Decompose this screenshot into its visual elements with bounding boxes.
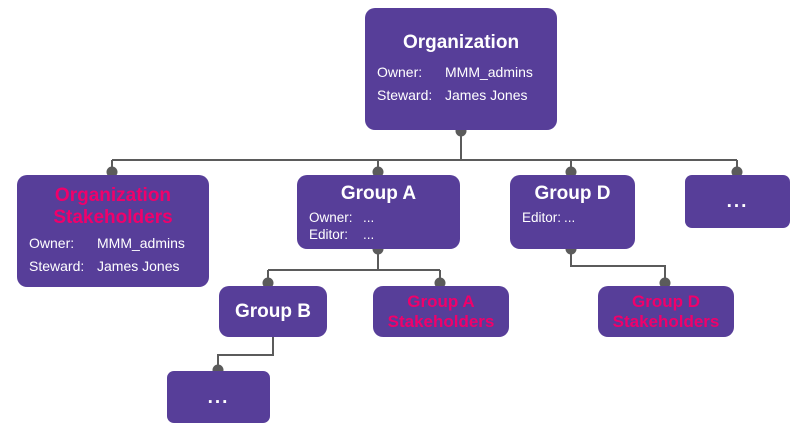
attr-value: MMM_admins xyxy=(97,234,185,251)
attr-label: Editor: xyxy=(522,210,562,225)
node-organization-attrs: Owner: MMM_admins Steward: James Jones xyxy=(377,61,545,107)
node-group-a-stakeholders-title: Group A Stakeholders xyxy=(387,291,495,331)
node-group-d-stakeholders[interactable]: Group D Stakeholders xyxy=(598,286,734,337)
attr-value: MMM_admins xyxy=(445,63,533,80)
node-group-a[interactable]: Group A Owner: ... Editor: ... xyxy=(297,175,460,249)
node-organization-title: Organization xyxy=(402,31,520,53)
node-organization[interactable]: Organization Owner: MMM_admins Steward: … xyxy=(365,8,557,130)
attr-label: Steward: xyxy=(377,86,433,103)
node-group-d-title: Group D xyxy=(534,183,611,204)
node-group-d-attrs: Editor: ... xyxy=(522,209,635,226)
node-organization-more[interactable]: ... xyxy=(685,175,790,228)
attr-row: Steward: James Jones xyxy=(377,84,545,107)
attr-value: ... xyxy=(363,210,375,225)
attr-value: James Jones xyxy=(97,257,180,274)
node-group-d-stakeholders-title: Group D Stakeholders xyxy=(612,291,720,331)
ellipsis-glyph: ... xyxy=(726,191,749,212)
node-group-b[interactable]: Group B xyxy=(219,286,327,337)
attr-label: Steward: xyxy=(29,257,85,274)
attr-row: Editor: ... xyxy=(309,226,460,243)
node-group-b-title: Group B xyxy=(235,300,311,322)
node-organization-stakeholders-attrs: Owner: MMM_admins Steward: James Jones xyxy=(29,232,197,278)
attr-label: Owner: xyxy=(377,63,423,80)
edge-group-b-to-more xyxy=(217,337,274,370)
edge-group-d-to-stakeholders xyxy=(570,248,666,283)
attr-row: Steward: James Jones xyxy=(29,255,197,278)
node-group-b-more[interactable]: ... xyxy=(167,371,270,423)
node-group-a-title: Group A xyxy=(340,183,417,204)
attr-label: Owner: xyxy=(309,210,353,225)
attr-row: Owner: MMM_admins xyxy=(377,61,545,84)
attr-value: ... xyxy=(564,210,576,225)
attr-row: Owner: MMM_admins xyxy=(29,232,197,255)
node-group-a-attrs: Owner: ... Editor: ... xyxy=(309,209,460,243)
node-organization-stakeholders[interactable]: Organization Stakeholders Owner: MMM_adm… xyxy=(17,175,209,287)
attr-row: Owner: ... xyxy=(309,209,460,226)
attr-value: James Jones xyxy=(445,86,528,103)
attr-label: Editor: xyxy=(309,227,349,242)
ellipsis-glyph: ... xyxy=(207,386,230,408)
node-group-d[interactable]: Group D Editor: ... xyxy=(510,175,635,249)
node-group-a-stakeholders[interactable]: Group A Stakeholders xyxy=(373,286,509,337)
attr-row: Editor: ... xyxy=(522,209,635,226)
attr-label: Owner: xyxy=(29,234,75,251)
node-organization-stakeholders-title: Organization Stakeholders xyxy=(53,184,173,228)
attr-value: ... xyxy=(363,227,375,242)
